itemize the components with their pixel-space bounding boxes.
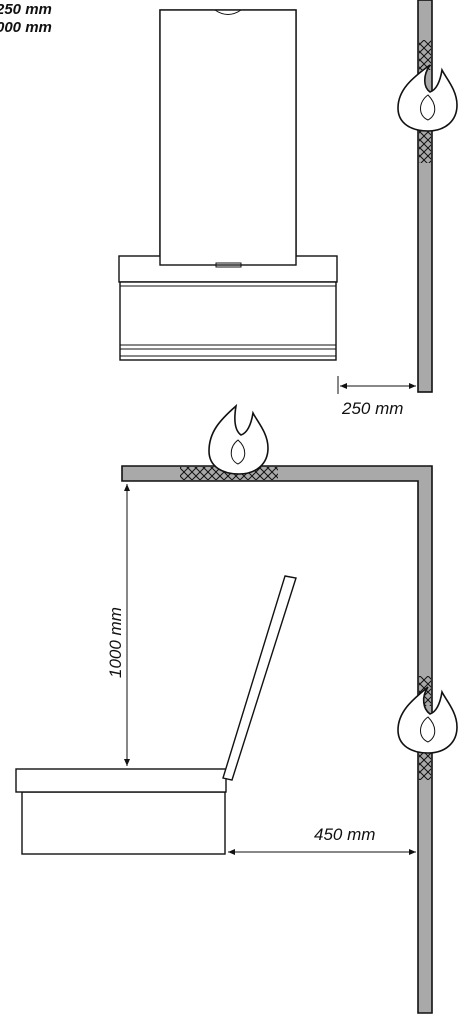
hatch-pattern: [419, 125, 431, 163]
corner-wall-bottom: [121, 403, 458, 1014]
corner-legend-line1: 250 mm: [0, 1, 52, 18]
hatch-pattern: [419, 750, 431, 780]
dim-450-label: 450 mm: [314, 825, 375, 844]
dim-1000-label: 1000 mm: [106, 607, 125, 678]
corner-legend-line2: 000 mm: [0, 19, 52, 36]
flame-icon: [397, 64, 458, 132]
hatch-pattern: [419, 40, 431, 70]
appliance-base-body: [119, 281, 337, 361]
appliance-open-lid: [222, 575, 297, 781]
dim-250-label: 250 mm: [341, 399, 403, 418]
appliance-top: [15, 768, 227, 793]
wall-section: [121, 465, 433, 1014]
flame-icon: [397, 686, 458, 754]
appliance-body: [21, 791, 226, 855]
top-view-appliance: [118, 9, 338, 361]
side-wall-top: [397, 0, 458, 393]
bottom-view-appliance: [15, 575, 297, 855]
